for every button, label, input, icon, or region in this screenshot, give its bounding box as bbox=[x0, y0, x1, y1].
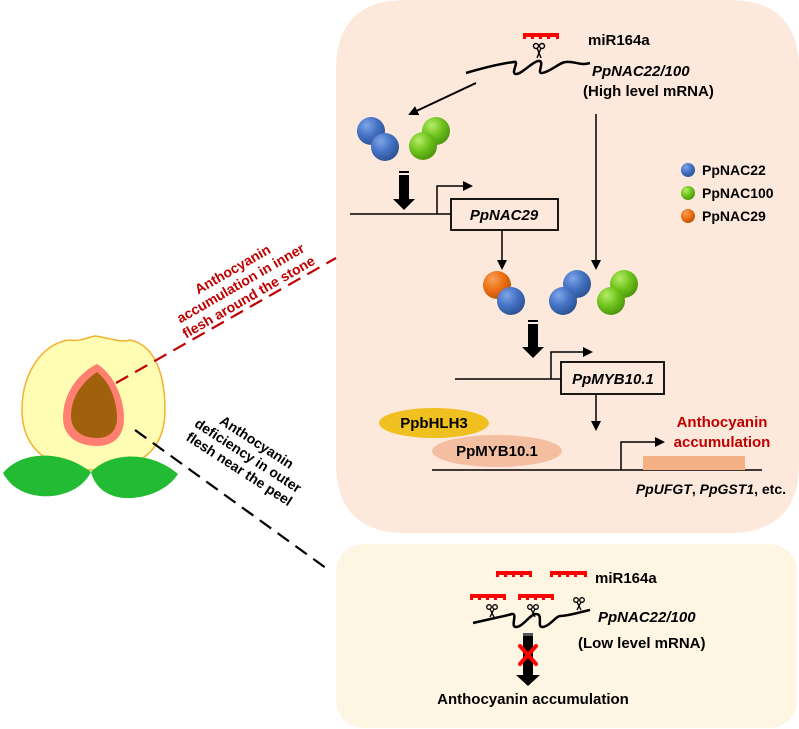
translation-arrow bbox=[408, 82, 477, 116]
top-panel bbox=[336, 0, 799, 533]
peach-illustration bbox=[3, 335, 178, 499]
pp-nac100-sphere bbox=[597, 287, 625, 315]
legend-label: PpNAC29 bbox=[702, 208, 766, 224]
tss-arrow bbox=[550, 347, 593, 379]
mrna-gene-label: PpNAC22/100 bbox=[592, 63, 690, 80]
pp-nac22-sphere bbox=[549, 287, 577, 315]
mirna-comb-icon bbox=[523, 33, 559, 39]
mirna-comb-icon bbox=[518, 594, 554, 600]
mirna-comb-icon bbox=[470, 594, 506, 600]
pp-myb10-protein bbox=[432, 435, 562, 467]
target-genes-label: PpUFGT, PpGST1, etc. bbox=[636, 481, 786, 497]
pp-bhlh3-protein bbox=[379, 408, 489, 438]
inner-flesh-pointer bbox=[115, 257, 337, 384]
gene-box-myb10 bbox=[560, 361, 665, 395]
pp-bhlh3-label: PpbHLH3 bbox=[400, 415, 468, 432]
mrna-level-label: (High level mRNA) bbox=[583, 83, 714, 100]
legend-swatch-pp-nac29 bbox=[681, 209, 695, 223]
legend-label: PpNAC100 bbox=[702, 185, 774, 201]
inner-flesh-label: Anthocyanin accumulation in inner flesh … bbox=[174, 240, 318, 342]
activation-arrow bbox=[522, 320, 544, 358]
outer-flesh-pointer bbox=[134, 429, 331, 572]
outer-flesh-label: Anthocyanin deficiency in outer flesh ne… bbox=[184, 412, 305, 509]
target-gene-block bbox=[643, 456, 745, 470]
scissors-icon bbox=[532, 42, 546, 59]
mirna-comb-icon bbox=[496, 571, 532, 577]
legend-swatch-pp-nac100 bbox=[681, 186, 695, 200]
pp-nac22-sphere bbox=[371, 133, 399, 161]
outcome-label-bottom: Anthocyanin accumulation bbox=[437, 691, 629, 708]
outcome-label-line2: accumulation bbox=[674, 434, 771, 451]
leaf-left bbox=[3, 455, 91, 497]
pp-myb10-label: PpMYB10.1 bbox=[456, 443, 538, 460]
leaf-right bbox=[91, 456, 178, 499]
mrna-strand bbox=[465, 59, 591, 76]
mrna-level-label-bottom: (Low level mRNA) bbox=[578, 635, 706, 652]
bottom-panel bbox=[336, 544, 797, 728]
mirna-label-bottom: miR164a bbox=[595, 570, 657, 587]
scissors-icon bbox=[573, 597, 585, 611]
scissors-icon bbox=[486, 604, 498, 618]
mrna-strand-degraded bbox=[472, 608, 591, 629]
pp-nac100-sphere bbox=[409, 132, 437, 160]
mirna-label: miR164a bbox=[588, 32, 650, 49]
peach-stone bbox=[71, 372, 117, 438]
tss-arrow bbox=[436, 181, 473, 214]
pp-nac22-sphere bbox=[497, 287, 525, 315]
mirna-comb-icon bbox=[550, 571, 587, 577]
cross-icon bbox=[518, 644, 538, 666]
gene-myb10-label: PpMYB10.1 bbox=[572, 371, 654, 388]
outcome-label-line1: Anthocyanin bbox=[677, 414, 768, 431]
gene-nac29-label: PpNAC29 bbox=[470, 207, 539, 224]
legend-swatch-pp-nac22 bbox=[681, 163, 695, 177]
gene-box-nac29 bbox=[450, 198, 559, 231]
mrna-gene-label-bottom: PpNAC22/100 bbox=[598, 609, 696, 626]
activation-arrow bbox=[393, 171, 415, 210]
tss-arrow bbox=[620, 437, 665, 470]
legend: PpNAC22 PpNAC100 PpNAC29 bbox=[681, 162, 774, 224]
legend-label: PpNAC22 bbox=[702, 162, 766, 178]
